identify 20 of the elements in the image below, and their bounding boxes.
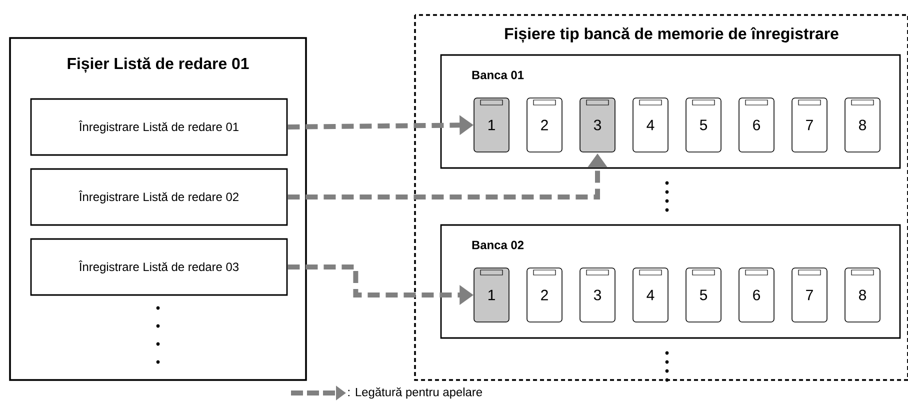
record-box: Înregistrare Listă de redare 01: [30, 98, 288, 156]
memory-card: 2: [526, 268, 562, 322]
memory-card: 6: [738, 98, 774, 152]
record-box: Înregistrare Listă de redare 02: [30, 168, 288, 226]
memory-card: 6: [738, 268, 774, 322]
memory-card: 3: [580, 268, 616, 322]
legend-text: : Legătură pentru apelare: [348, 387, 482, 399]
memory-card: 4: [632, 268, 668, 322]
memory-card: 8: [844, 268, 880, 322]
record-box: Înregistrare Listă de redare 03: [30, 238, 288, 296]
memory-card: 5: [686, 98, 722, 152]
memory-card: 1: [474, 268, 510, 322]
memory-card: 7: [792, 98, 828, 152]
memory-card: 8: [844, 98, 880, 152]
memory-card: 3: [580, 98, 616, 152]
memory-card: 1: [474, 98, 510, 152]
memory-card: 4: [632, 98, 668, 152]
memory-card: 7: [792, 268, 828, 322]
memory-card: 5: [686, 268, 722, 322]
memory-card: 2: [526, 98, 562, 152]
